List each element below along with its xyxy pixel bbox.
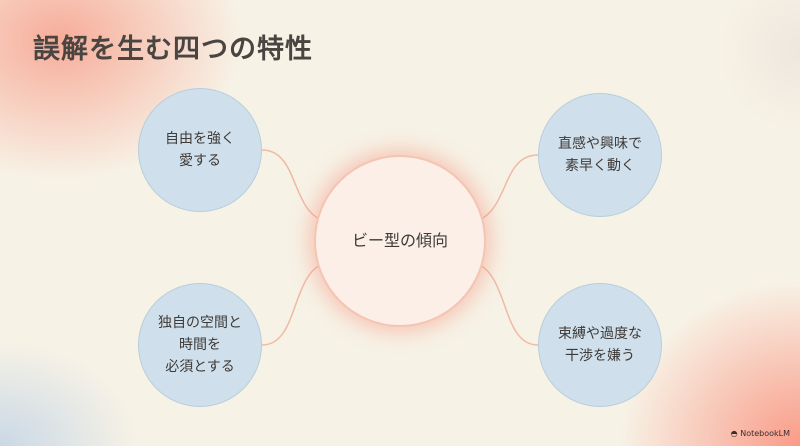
connector-top-right (471, 154, 539, 223)
slide-title: 誤解を生む四つの特性 (33, 34, 313, 65)
connector-bottom-right (471, 261, 539, 346)
node-dislike-restraint: 束縛や過度な 干渉を嫌う (538, 283, 662, 407)
connector-bottom-left (261, 261, 329, 346)
brand-watermark: ◓ NotebookLM (731, 429, 790, 438)
brand-label: NotebookLM (740, 429, 790, 438)
node-intuitive-action: 直感や興味で 素早く動く (538, 93, 662, 217)
node-free-spirit: 自由を強く 愛する (138, 88, 262, 212)
center-node: ビー型の傾向 (314, 155, 486, 327)
node-own-space-time: 独自の空間と 時間を 必須とする (138, 283, 262, 407)
notebooklm-logo-icon: ◓ (730, 429, 741, 438)
